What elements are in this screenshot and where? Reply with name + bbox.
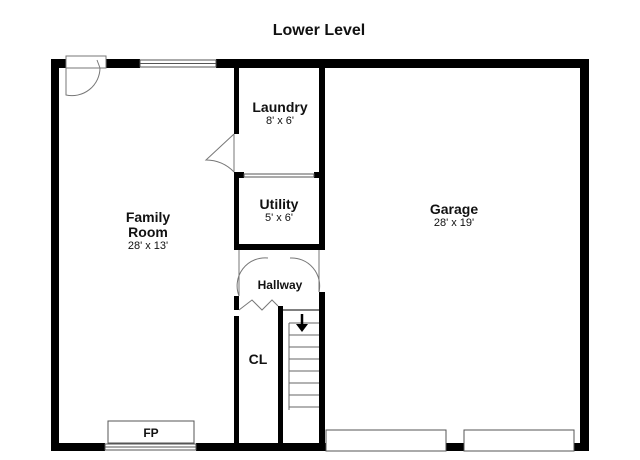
- plan-title: Lower Level: [273, 22, 365, 39]
- windows: [104, 59, 315, 451]
- garage-doors: [325, 429, 575, 452]
- room-garage: Garage 28' x 19': [430, 201, 478, 229]
- laundry-dimensions: 8' x 6': [266, 115, 294, 127]
- garage-label: Garage: [430, 201, 478, 217]
- room-family: Family Room 28' x 13': [126, 209, 171, 252]
- garage-dimensions: 28' x 19': [434, 217, 474, 229]
- utility-label: Utility: [260, 196, 299, 212]
- stairs: [283, 309, 319, 410]
- room-utility: Utility 5' x 6': [260, 196, 299, 224]
- room-laundry: Laundry 8' x 6': [252, 99, 307, 127]
- hallway-label: Hallway: [258, 278, 303, 292]
- fireplace-label: FP: [143, 426, 158, 440]
- interior-walls: [234, 68, 325, 444]
- laundry-label: Laundry: [252, 99, 307, 115]
- doors: [65, 55, 321, 311]
- closet-label: CL: [249, 351, 268, 367]
- utility-dimensions: 5' x 6': [265, 212, 293, 224]
- garage-door-left: [325, 429, 447, 452]
- stair-down-arrow-icon: [296, 314, 308, 332]
- family-room-label-line1: Family: [126, 209, 171, 225]
- fireplace: [107, 420, 195, 444]
- exterior-walls: [51, 59, 589, 451]
- garage-door-right: [463, 429, 575, 452]
- family-room-label-line2: Room: [128, 224, 168, 240]
- family-room-dimensions: 28' x 13': [128, 240, 168, 252]
